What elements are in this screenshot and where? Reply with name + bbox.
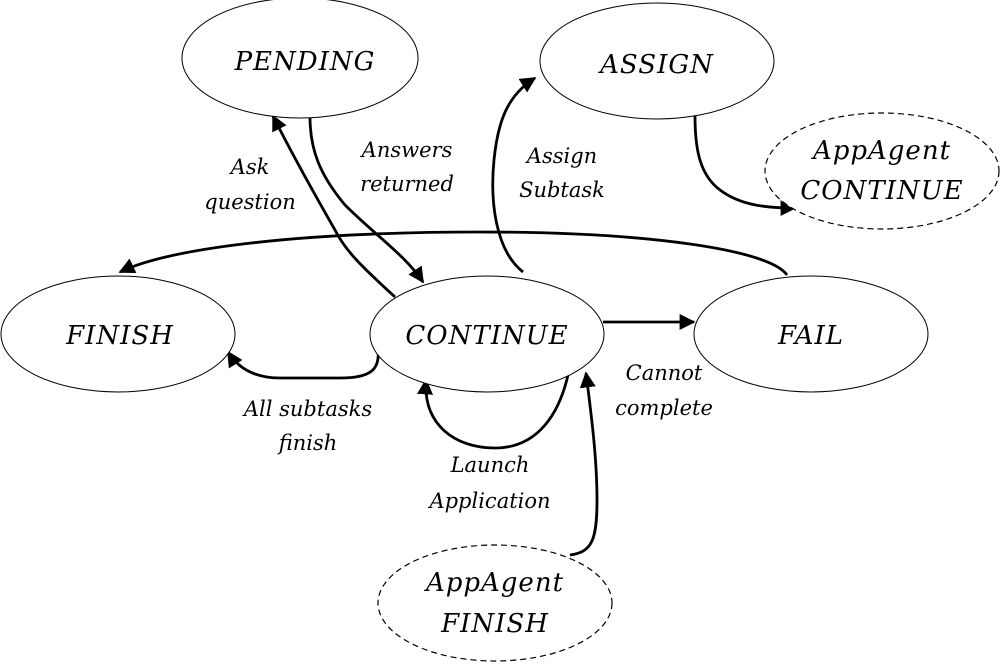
node-appagent-finish: AppAgent FINISH: [377, 544, 613, 662]
node-label-line1: AppAgent: [424, 568, 564, 598]
edge-label-line1: All subtasks: [242, 397, 372, 421]
label-answers-returned: Answers returned: [360, 138, 454, 196]
node-label: FAIL: [777, 321, 844, 351]
node-continue: CONTINUE: [369, 275, 605, 393]
edge-fail-to-finish: [118, 230, 789, 276]
edge-ask-question: [271, 114, 396, 299]
edge-launch-application: [417, 374, 570, 450]
edge-label-line1: Cannot: [626, 361, 703, 385]
edge-assign-subtask: [491, 76, 537, 274]
edge-answers-returned: [308, 116, 425, 284]
edge-label-line1: Launch: [450, 453, 530, 477]
edge-assign-to-appagent: [693, 115, 797, 216]
node-label: FINISH: [65, 321, 174, 351]
edge-label-line1: Assign: [525, 144, 597, 168]
label-ask-question: Ask question: [204, 155, 296, 214]
label-launch-application: Launch Application: [427, 453, 550, 513]
edge-all-subtasks-finish: [226, 349, 380, 380]
label-assign-subtask: Assign Subtask: [519, 144, 605, 202]
edge-label-line2: Subtask: [519, 178, 605, 202]
node-label-line2: CONTINUE: [800, 176, 963, 206]
node-pending: PENDING: [181, 0, 419, 119]
node-label-line2: FINISH: [440, 609, 549, 639]
label-cannot-complete: Cannot complete: [615, 361, 713, 420]
edge-label-line1: Ask: [229, 155, 270, 179]
node-finish: FINISH: [0, 275, 236, 393]
edges: [118, 76, 797, 557]
edge-appagent-finish-return: [569, 371, 599, 557]
edge-label-line2: Application: [427, 489, 550, 513]
label-all-subtasks-finish: All subtasks finish: [242, 397, 372, 455]
edge-label-line2: returned: [360, 172, 454, 196]
node-fail: FAIL: [693, 275, 929, 393]
node-label: CONTINUE: [405, 321, 568, 351]
edge-label-line2: question: [204, 190, 296, 214]
edge-label-line2: complete: [615, 396, 713, 420]
node-label-line1: AppAgent: [811, 136, 951, 166]
node-appagent-continue: AppAgent CONTINUE: [764, 112, 1000, 230]
edge-label-line1: Answers: [360, 138, 453, 162]
node-assign: ASSIGN: [539, 2, 775, 120]
node-label: ASSIGN: [598, 50, 714, 80]
edge-label-line2: finish: [277, 431, 338, 455]
node-label: PENDING: [234, 47, 376, 77]
